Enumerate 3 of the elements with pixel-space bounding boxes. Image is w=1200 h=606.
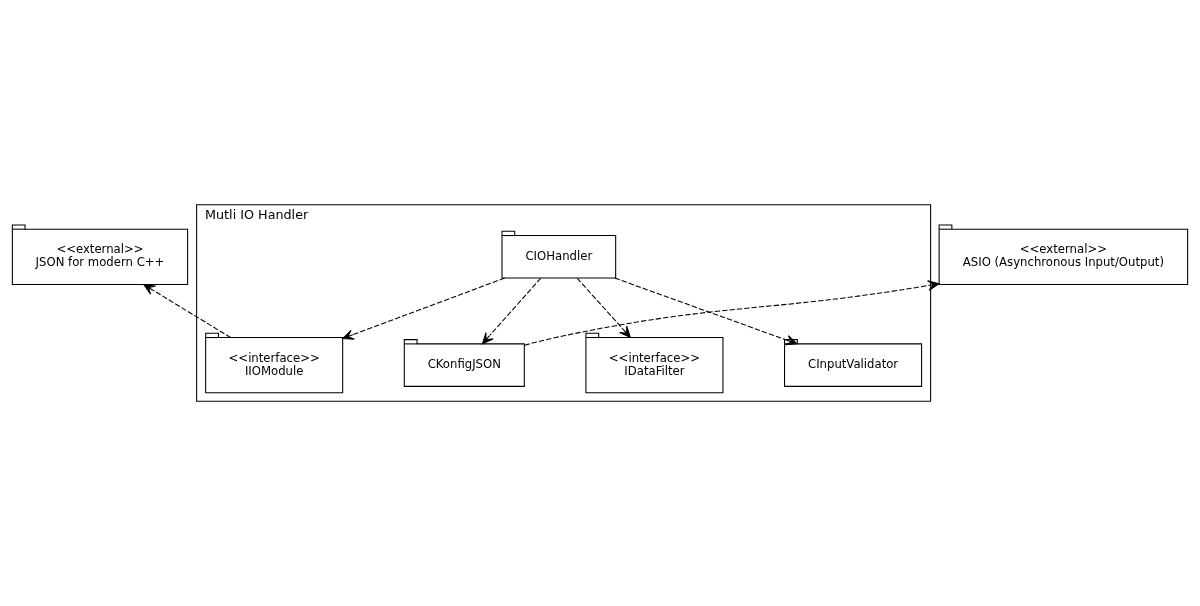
arrow [342, 277, 506, 340]
arrow [576, 277, 631, 338]
arrow [481, 277, 542, 345]
